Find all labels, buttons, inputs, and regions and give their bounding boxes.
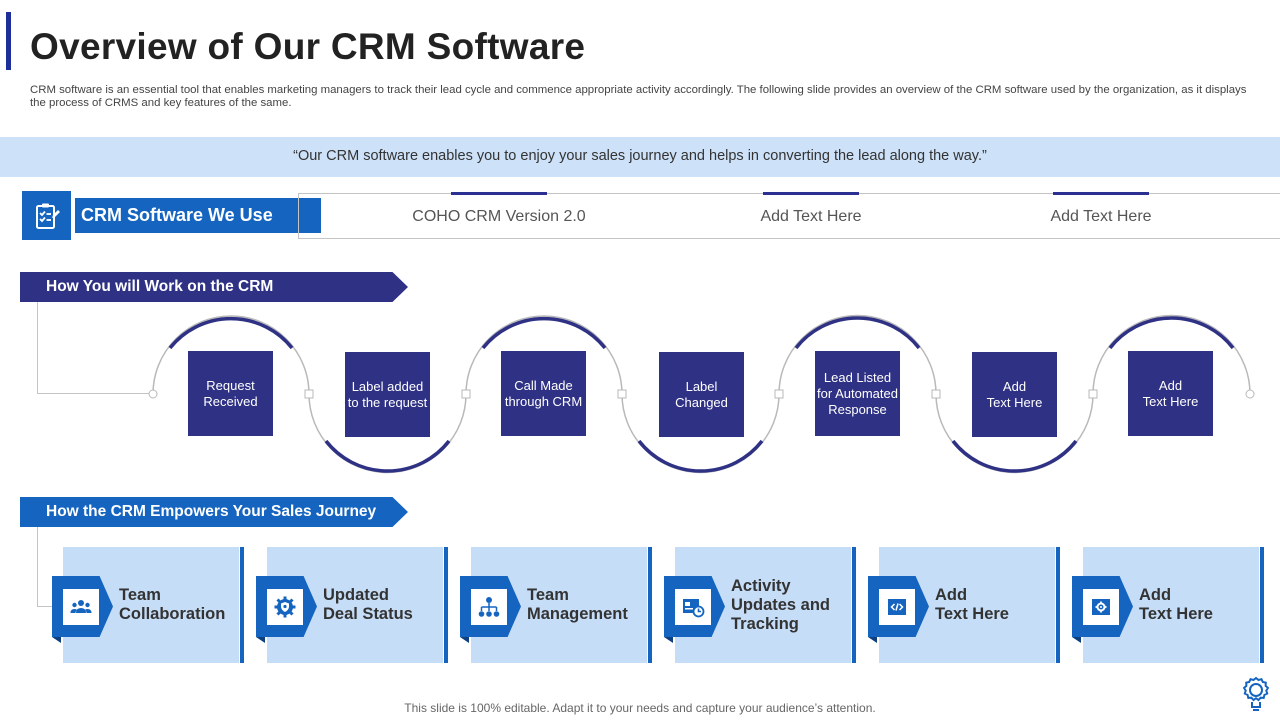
team-icon xyxy=(63,589,99,625)
software-tab-marker xyxy=(451,192,547,195)
empower-section-heading: How the CRM Empowers Your Sales Journey xyxy=(20,497,408,527)
crm-software-label: CRM Software We Use xyxy=(75,198,321,233)
card-stripe xyxy=(648,547,652,663)
intro-text: CRM software is an essential tool that e… xyxy=(30,84,1247,110)
software-item: Add Text Here xyxy=(760,208,862,225)
work-section-heading: How You will Work on the CRM xyxy=(20,272,408,302)
crm-software-box: COHO CRM Version 2.0 Add Text Here Add T… xyxy=(298,192,1280,239)
card-tag-fold xyxy=(256,637,265,643)
settings-window-icon xyxy=(1083,589,1119,625)
card-stripe xyxy=(852,547,856,663)
title-accent-bar xyxy=(6,12,11,70)
connector-line xyxy=(37,302,38,394)
card-stripe xyxy=(240,547,244,663)
card-tag-fold xyxy=(868,637,877,643)
footer-note: This slide is 100% editable. Adapt it to… xyxy=(404,701,876,715)
quote-band: “Our CRM software enables you to enjoy y… xyxy=(0,137,1280,177)
software-tab-marker xyxy=(1053,192,1149,195)
card-stripe xyxy=(444,547,448,663)
tracking-icon xyxy=(675,589,711,625)
quote-text: “Our CRM software enables you to enjoy y… xyxy=(293,148,987,164)
card-tag-fold xyxy=(1072,637,1081,643)
connector-line xyxy=(37,606,59,607)
org-chart-icon xyxy=(471,589,507,625)
card-stripe xyxy=(1056,547,1060,663)
software-item: COHO CRM Version 2.0 xyxy=(412,208,586,225)
code-window-icon xyxy=(879,589,915,625)
software-tab-marker xyxy=(763,192,859,195)
process-wave xyxy=(148,314,1255,474)
clipboard-checklist-icon xyxy=(22,191,71,240)
connector-line xyxy=(37,527,38,607)
card-tag-fold xyxy=(52,637,61,643)
lightbulb-gear-icon xyxy=(1242,676,1270,711)
gear-shield-icon xyxy=(267,589,303,625)
page-title: Overview of Our CRM Software xyxy=(30,26,586,67)
card-stripe xyxy=(1260,547,1264,663)
software-item: Add Text Here xyxy=(1050,208,1152,225)
card-tag-fold xyxy=(664,637,673,643)
card-tag-fold xyxy=(460,637,469,643)
connector-line xyxy=(37,393,153,394)
